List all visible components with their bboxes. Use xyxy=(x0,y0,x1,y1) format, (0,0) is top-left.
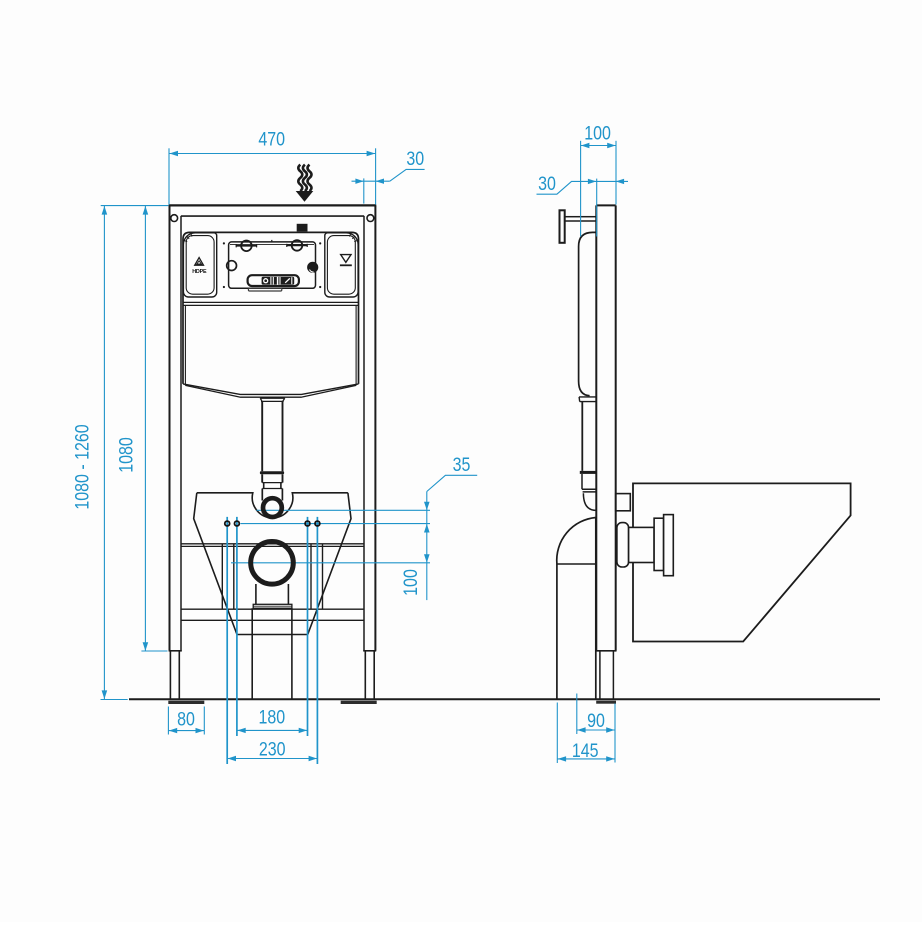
svg-text:100: 100 xyxy=(400,569,422,596)
svg-text:100: 100 xyxy=(584,122,611,144)
svg-text:80: 80 xyxy=(177,708,195,730)
svg-text:230: 230 xyxy=(259,738,286,760)
svg-text:30: 30 xyxy=(406,148,424,170)
svg-text:90: 90 xyxy=(587,710,605,732)
svg-text:HDPE: HDPE xyxy=(192,269,207,275)
svg-text:145: 145 xyxy=(572,739,599,761)
svg-text:180: 180 xyxy=(258,706,285,728)
svg-text:1080 - 1260: 1080 - 1260 xyxy=(71,424,93,509)
svg-text:1080: 1080 xyxy=(115,437,137,473)
svg-text:30: 30 xyxy=(538,173,556,195)
svg-text:470: 470 xyxy=(258,128,285,150)
svg-text:35: 35 xyxy=(453,454,471,476)
